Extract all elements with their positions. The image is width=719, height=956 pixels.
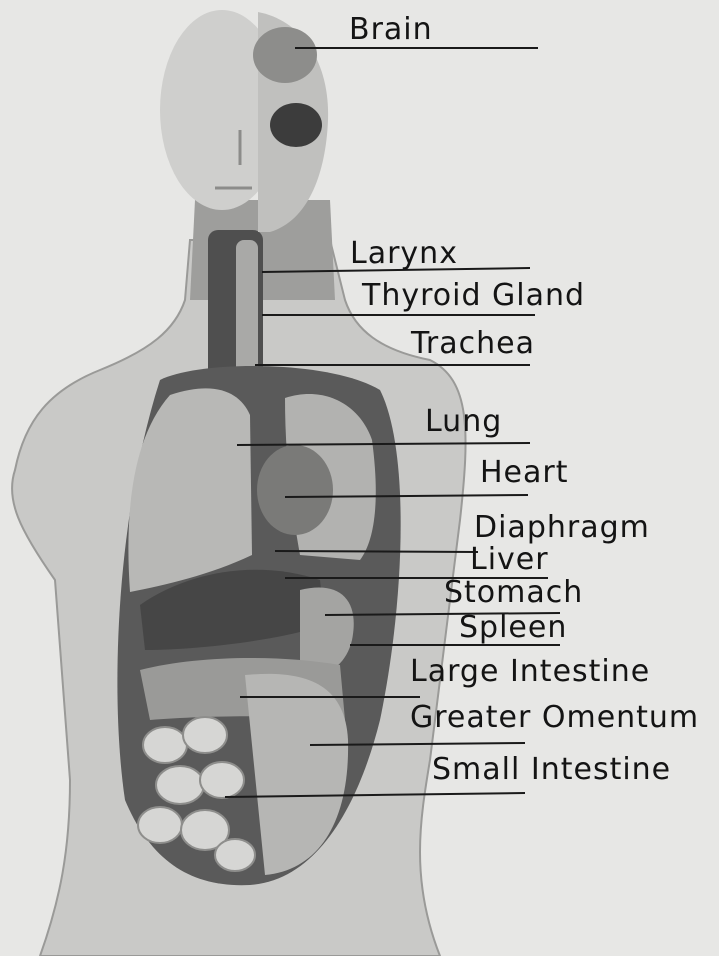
brain-tissue	[253, 27, 317, 83]
label-lung: Lung	[425, 404, 502, 439]
label-brain: Brain	[349, 12, 433, 47]
label-trachea: Trachea	[411, 326, 535, 361]
label-liver: Liver	[470, 542, 549, 577]
label-small-intestine: Small Intestine	[432, 752, 671, 787]
label-diaphragm: Diaphragm	[474, 510, 650, 545]
skull-eye-socket	[270, 103, 322, 147]
label-larynx: Larynx	[350, 236, 458, 271]
label-greater-omentum: Greater Omentum	[410, 700, 699, 735]
trachea-tube	[236, 240, 258, 380]
label-thyroid-gland: Thyroid Gland	[362, 278, 585, 313]
label-spleen: Spleen	[459, 610, 567, 645]
label-heart: Heart	[480, 455, 569, 490]
label-stomach: Stomach	[444, 575, 583, 610]
label-large-intestine: Large Intestine	[410, 654, 650, 689]
heart	[257, 445, 333, 535]
